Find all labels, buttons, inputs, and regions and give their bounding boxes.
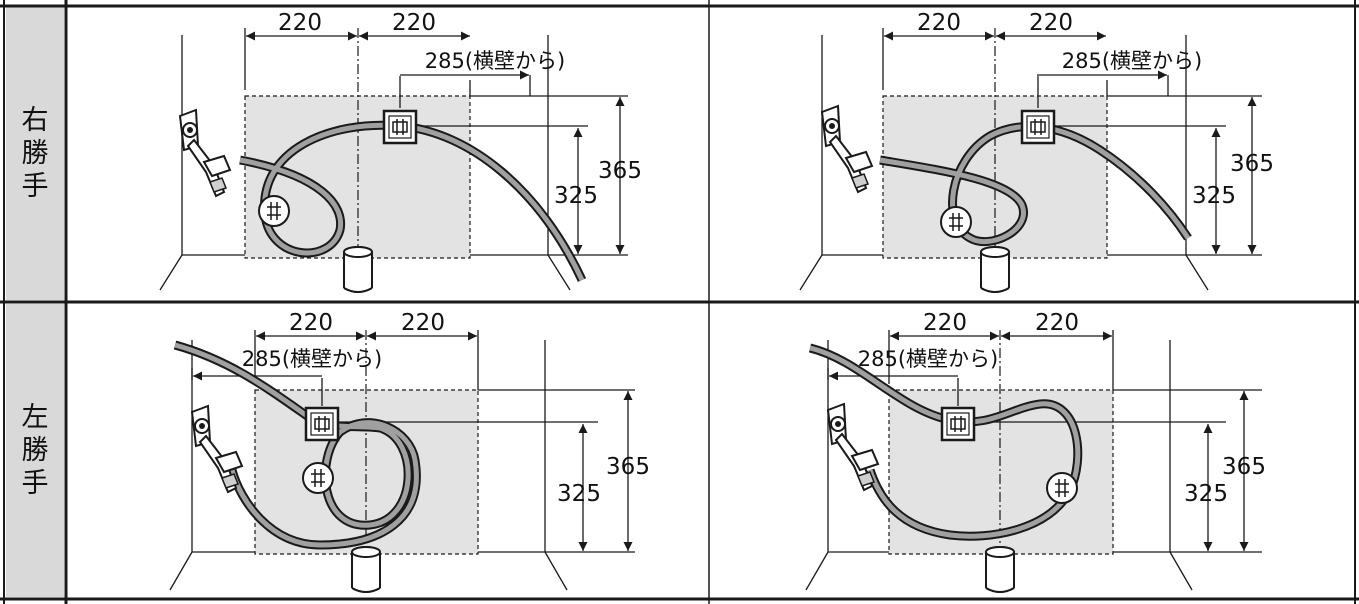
- row-label-char: 手: [21, 468, 49, 499]
- row-label-char: 左: [21, 402, 49, 433]
- row-label-right-hand: 右 勝 手: [6, 7, 64, 300]
- panel-left-hand-b: 220 220 285(横壁から) 325 365: [805, 310, 1266, 593]
- panel-left-hand-a: 220 220 285(横壁から) 325 365: [169, 310, 650, 593]
- dim-365: 365: [598, 158, 642, 184]
- dim-220-right: 220: [1035, 310, 1079, 336]
- dim-285-side: 285(横壁から): [858, 347, 998, 371]
- panel-right-hand-a: 220 220 285(横壁から) 325 365: [159, 10, 642, 293]
- dim-285-side: 285(横壁から): [1062, 49, 1202, 73]
- panel-right-hand-b: 220 220 285(横壁から) 325 365: [799, 10, 1274, 293]
- dim-220-right: 220: [392, 10, 436, 36]
- dim-325: 325: [554, 183, 598, 209]
- dim-220-left: 220: [923, 310, 967, 336]
- row-label-char: 右: [21, 105, 49, 136]
- row-label-char: 勝: [21, 435, 49, 466]
- row-label-char: 手: [21, 171, 49, 202]
- dim-365: 365: [606, 454, 650, 480]
- dim-325: 325: [1184, 481, 1228, 507]
- dim-285-side: 285(横壁から): [425, 49, 565, 73]
- row-label-left-hand: 左 勝 手: [6, 304, 64, 597]
- row-label-char: 勝: [21, 138, 49, 169]
- dim-220-left: 220: [289, 310, 333, 336]
- dim-365: 365: [1230, 151, 1274, 177]
- dim-285-side: 285(横壁から): [242, 347, 382, 371]
- dim-220-right: 220: [1029, 10, 1073, 36]
- dim-325: 325: [557, 481, 601, 507]
- dim-220-left: 220: [917, 10, 961, 36]
- dim-220-right: 220: [401, 310, 445, 336]
- dim-220-left: 220: [278, 10, 322, 36]
- dim-325: 325: [1192, 183, 1236, 209]
- dim-365: 365: [1222, 454, 1266, 480]
